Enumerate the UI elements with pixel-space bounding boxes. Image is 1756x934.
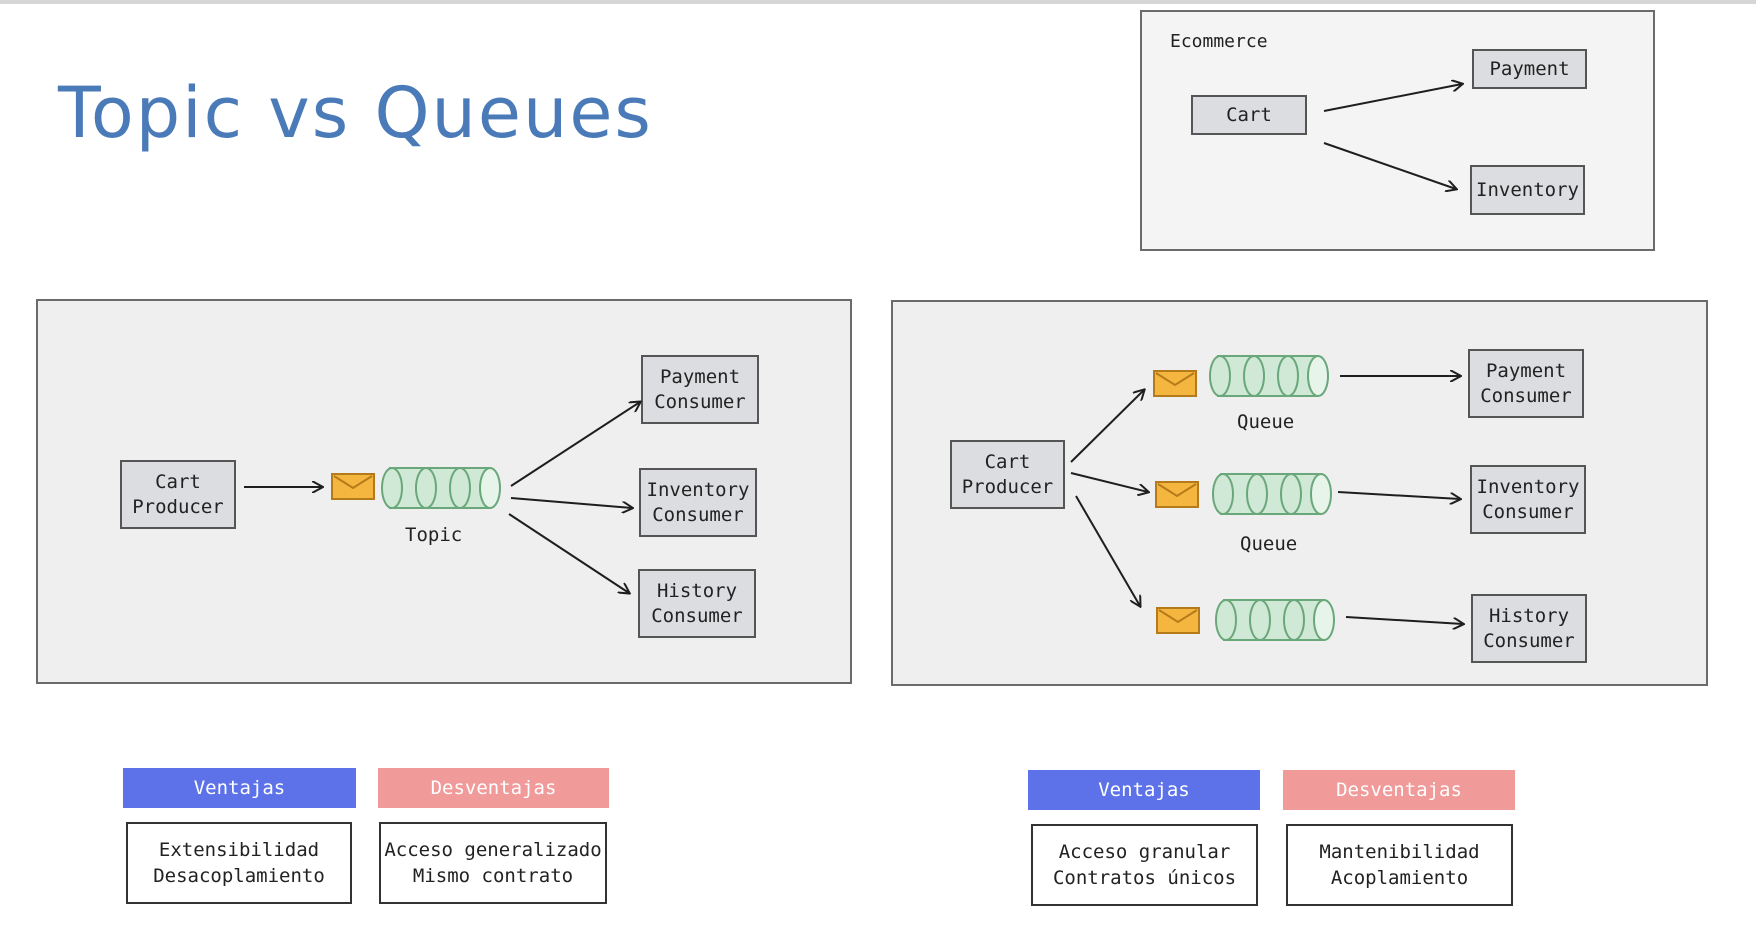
- topic-con-item: Acceso generalizado: [384, 839, 602, 861]
- queue-cons-header: Desventajas: [1283, 770, 1515, 810]
- queue-cart-producer: Cart Producer: [950, 440, 1065, 509]
- topic-pros-header: Ventajas: [123, 768, 356, 808]
- topic-cylinder-icon: [381, 467, 501, 509]
- topic-cart-producer: Cart Producer: [120, 460, 236, 529]
- arrow-producer-to-queue3: [1075, 495, 1140, 606]
- queue-history-consumer: History Consumer: [1471, 594, 1587, 663]
- topic-history-consumer: History Consumer: [638, 569, 756, 638]
- arrow-topic-to-inventory: [510, 497, 632, 508]
- arrow-cart-to-payment: [1323, 84, 1462, 112]
- queue-pros-header: Ventajas: [1028, 770, 1260, 810]
- topic-pros-box: Extensibilidad Desacoplamiento: [126, 822, 352, 904]
- topic-label: Topic: [405, 524, 463, 546]
- queue3-cylinder-icon: [1215, 599, 1335, 641]
- topic-payment-consumer: Payment Consumer: [641, 355, 759, 424]
- arrow-topic-to-payment: [510, 402, 640, 487]
- queue2-cylinder-icon: [1212, 473, 1332, 515]
- topic-pro-item: Extensibilidad: [158, 839, 320, 861]
- ecommerce-label: Ecommerce: [1170, 31, 1268, 52]
- topic-pro-item: Desacoplamiento: [153, 865, 325, 887]
- arrow-queue2-to-inventory: [1337, 491, 1460, 499]
- ecommerce-payment-node: Payment: [1472, 49, 1587, 89]
- page-title: Topic vs Queues: [58, 72, 653, 154]
- queue-inventory-consumer: Inventory Consumer: [1470, 465, 1586, 534]
- queue2-label: Queue: [1240, 533, 1298, 555]
- queue-pro-item: Acceso granular: [1058, 841, 1231, 863]
- queue-con-item: Mantenibilidad: [1319, 841, 1480, 863]
- queue1-cylinder-icon: [1209, 355, 1329, 397]
- arrow-topic-to-history: [508, 513, 629, 593]
- queue-pro-item: Contratos únicos: [1052, 867, 1237, 889]
- topic-con-item: Mismo contrato: [412, 865, 574, 887]
- arrow-producer-to-queue1: [1070, 390, 1144, 463]
- ecommerce-cart-node: Cart: [1191, 95, 1307, 135]
- queue-cons-box: Mantenibilidad Acoplamiento: [1286, 824, 1513, 906]
- queue-pros-box: Acceso granular Contratos únicos: [1031, 824, 1258, 906]
- topic-cons-box: Acceso generalizado Mismo contrato: [379, 822, 607, 904]
- queue3-message-icon: [1156, 607, 1200, 634]
- queue-payment-consumer: Payment Consumer: [1468, 349, 1584, 418]
- ecommerce-inventory-node: Inventory: [1470, 165, 1585, 215]
- queue-con-item: Acoplamiento: [1330, 867, 1469, 889]
- topic-inventory-consumer: Inventory Consumer: [639, 468, 757, 537]
- arrow-producer-to-queue2: [1070, 472, 1148, 492]
- arrow-cart-to-inventory: [1323, 142, 1456, 189]
- queue1-message-icon: [1153, 370, 1197, 397]
- topic-message-icon: [331, 473, 375, 500]
- queue1-label: Queue: [1237, 411, 1295, 433]
- arrow-queue3-to-history: [1345, 616, 1463, 624]
- queue2-message-icon: [1155, 481, 1199, 508]
- topic-cons-header: Desventajas: [378, 768, 609, 808]
- top-border: [0, 0, 1756, 4]
